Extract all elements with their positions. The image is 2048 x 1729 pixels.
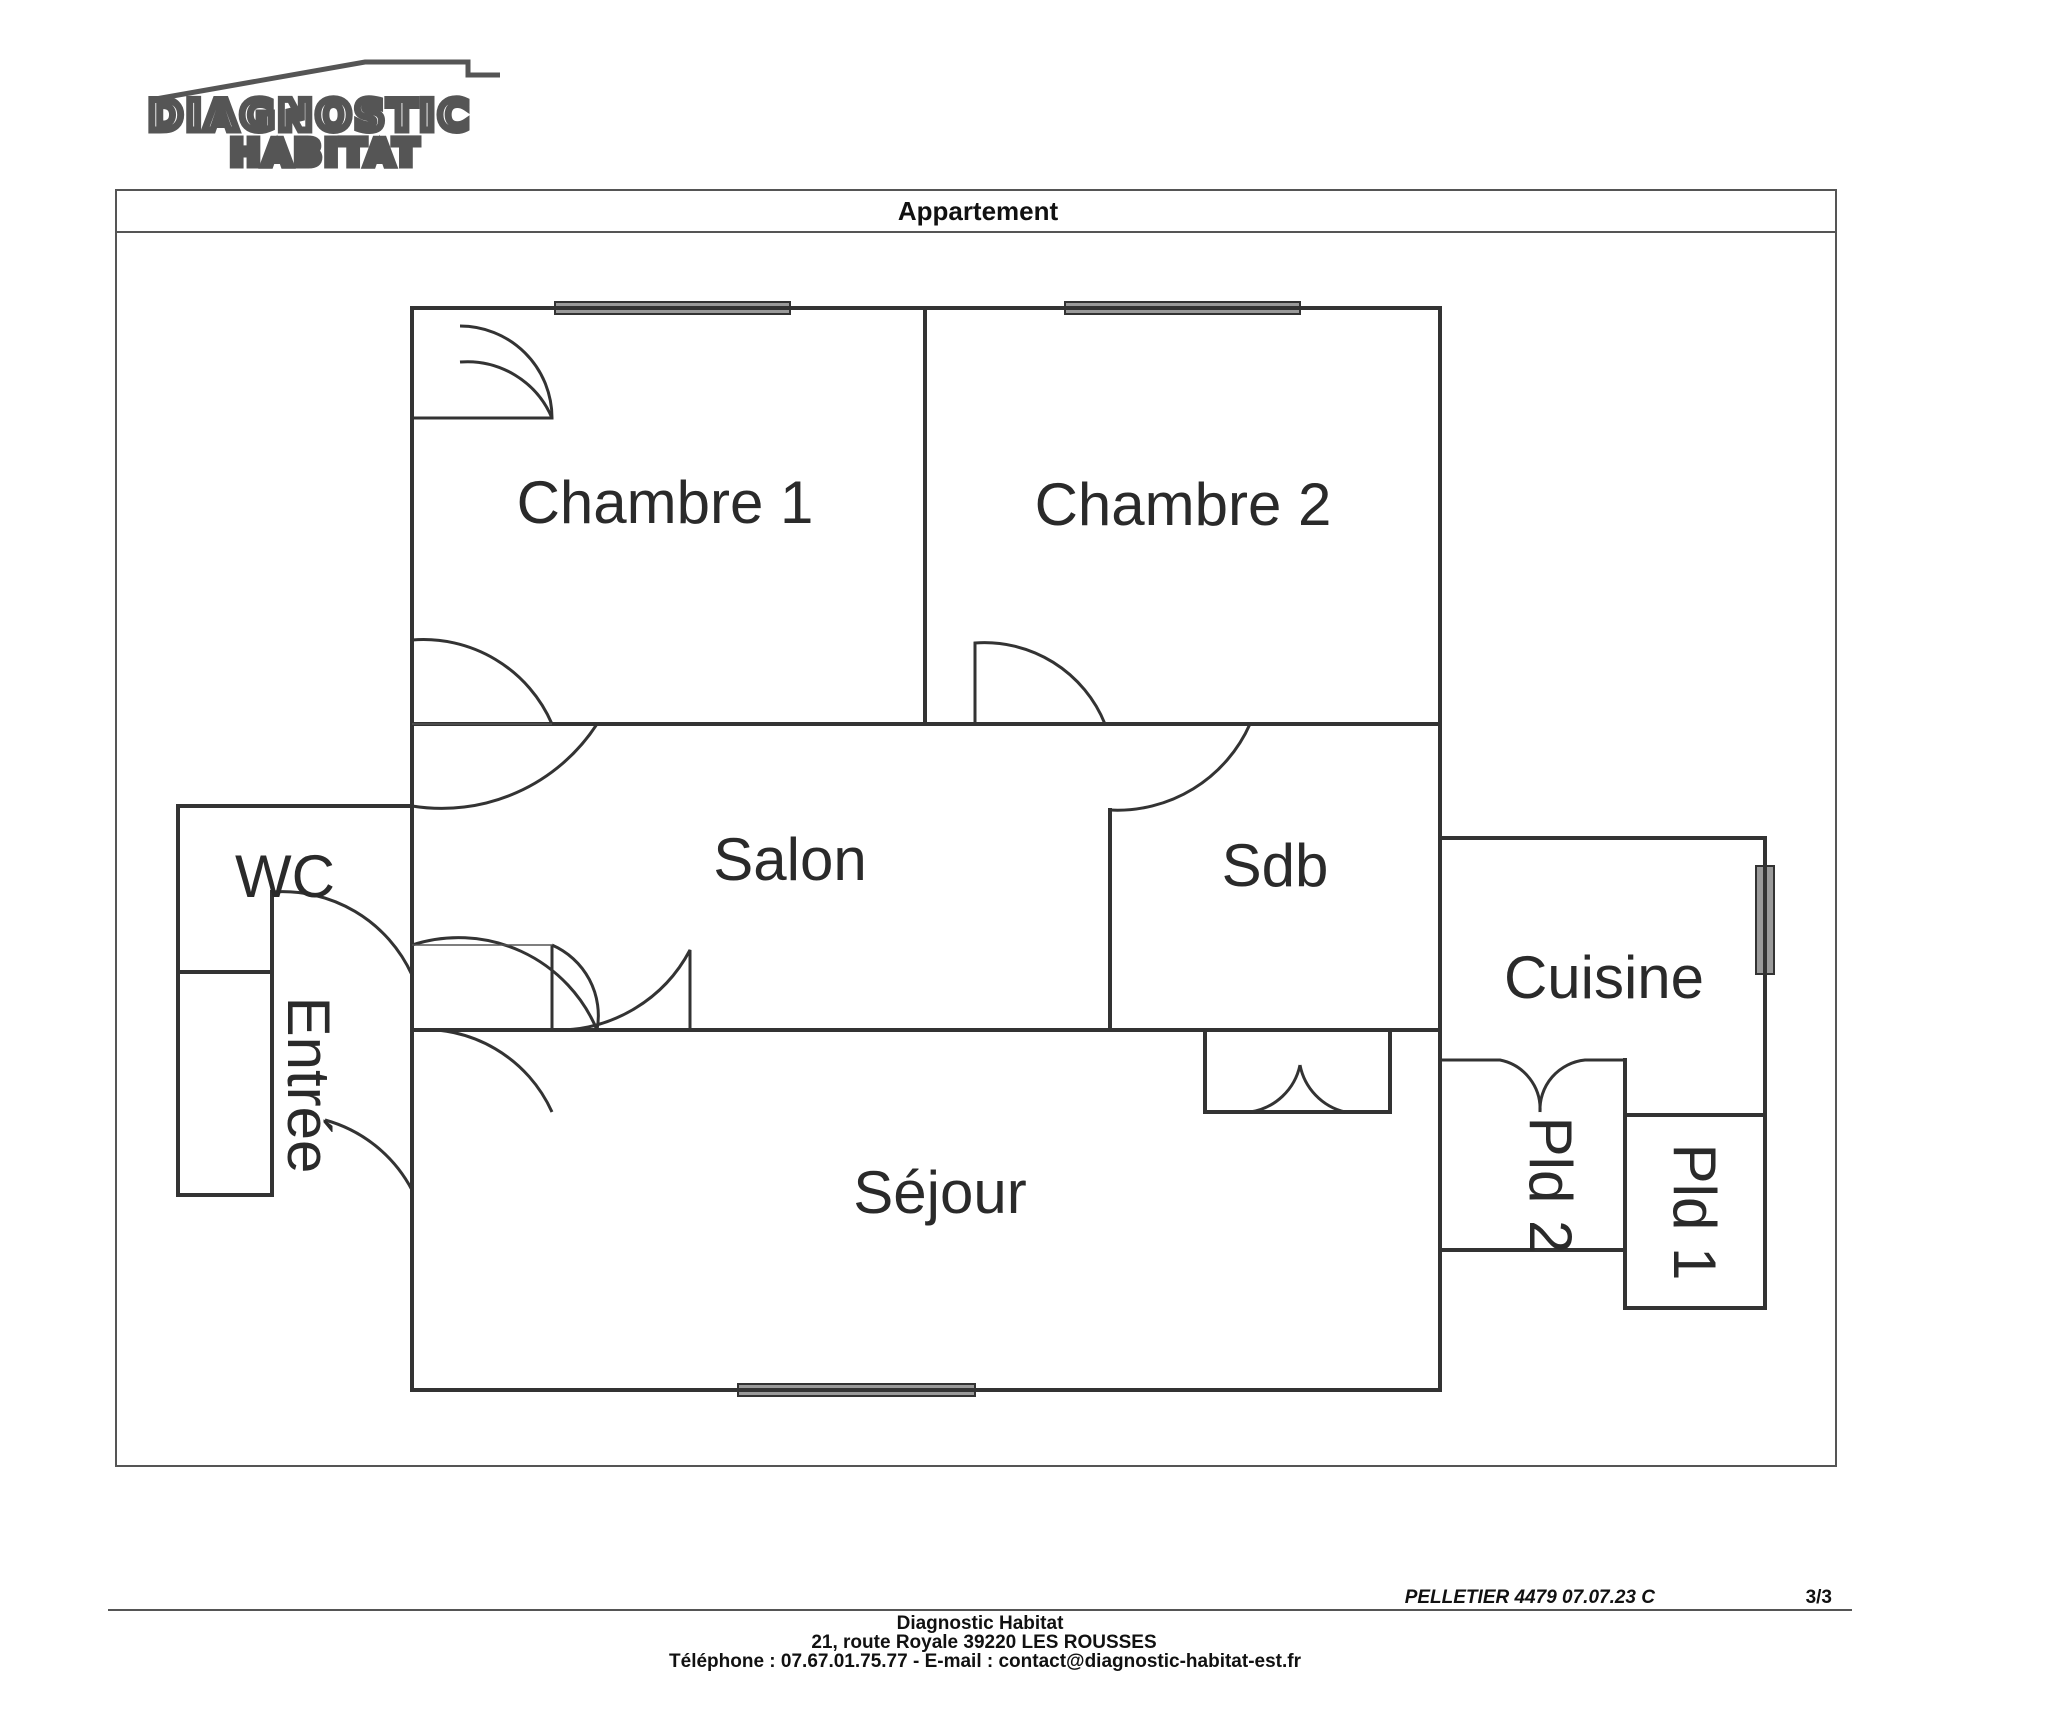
room-label-chambre-2: Chambre 2: [1035, 471, 1332, 538]
footer-address: 21, route Royale 39220 LES ROUSSES: [811, 1632, 1156, 1653]
room-label-salon: Salon: [713, 826, 866, 893]
room-label-sejour: Séjour: [853, 1159, 1026, 1226]
company-logo: DIAGNOSTIC HABITAT: [145, 59, 500, 178]
logo-line-1: DIAGNOSTIC: [148, 91, 472, 140]
room-label-pld-1: Pld 1: [1661, 1144, 1728, 1281]
room-label-chambre-1: Chambre 1: [517, 469, 814, 536]
plan-frame: [115, 189, 1837, 1467]
logo-roof-icon: [149, 59, 500, 103]
walls: [176, 306, 1767, 1392]
footer-contact: Téléphone : 07.67.01.75.77 - E-mail : co…: [669, 1651, 1302, 1672]
logo-line-2: HABITAT: [230, 133, 421, 174]
doors: [271, 324, 1625, 1191]
page-number: 3/3: [1806, 1587, 1832, 1608]
room-label-cuisine: Cuisine: [1504, 944, 1704, 1011]
room-label-wc: WC: [235, 843, 335, 910]
room-label-pld-2: Pld 2: [1517, 1117, 1584, 1254]
room-label-sdb: Sdb: [1222, 832, 1329, 899]
plan-title: Appartement: [898, 196, 1059, 226]
document-reference: PELLETIER 4479 07.07.23 C: [1405, 1587, 1656, 1608]
room-label-entree: Entrée: [275, 997, 342, 1174]
footer-company: Diagnostic Habitat: [897, 1613, 1064, 1634]
